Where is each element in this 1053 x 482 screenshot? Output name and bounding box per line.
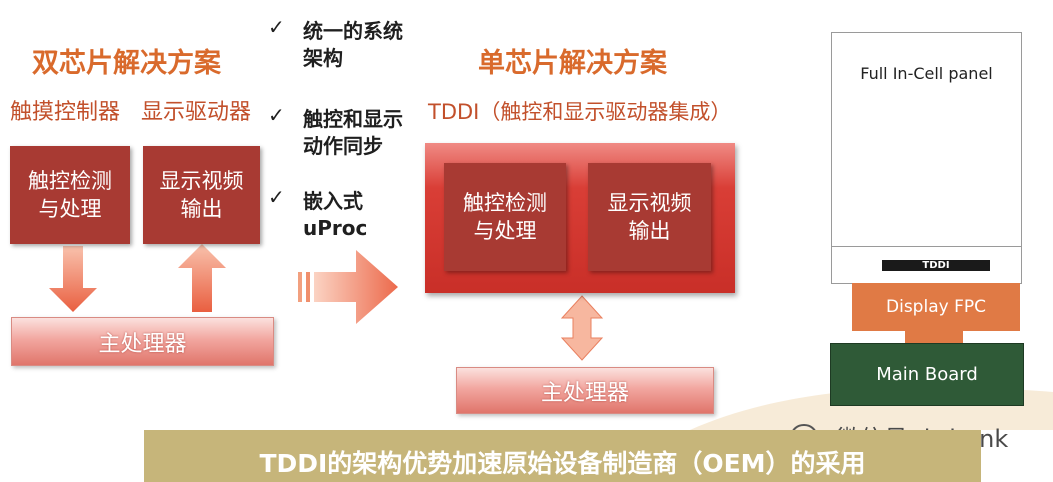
footer-text: TDDI的架构优势加速原始设备制造商（OEM）的采用 bbox=[259, 449, 866, 478]
touch-controller-label: 触摸控制器 bbox=[10, 100, 121, 125]
tddi-touch-text: 触控检测 与处理 bbox=[463, 191, 547, 243]
check-icon: ✓ bbox=[268, 103, 285, 127]
arrow-down-touch-to-host bbox=[49, 246, 97, 312]
tddi-chip: TDDI bbox=[882, 260, 990, 271]
tddi-subtitle: TDDI（触控和显示驱动器集成） bbox=[428, 100, 732, 124]
panel-divider bbox=[831, 246, 1022, 247]
big-right-arrow bbox=[298, 250, 398, 324]
check-icon: ✓ bbox=[268, 185, 285, 209]
fpc-tail bbox=[905, 330, 963, 344]
display-driver-label: 显示驱动器 bbox=[141, 100, 252, 125]
left-host-processor: 主处理器 bbox=[11, 317, 274, 366]
single-chip-title: 单芯片解决方案 bbox=[478, 48, 667, 79]
touch-detect-text: 触控检测 与处理 bbox=[28, 169, 112, 221]
double-arrow-tddi-host bbox=[560, 295, 604, 361]
main-board: Main Board bbox=[830, 343, 1024, 406]
tddi-touch-box: 触控检测 与处理 bbox=[444, 163, 566, 271]
touch-detect-box: 触控检测 与处理 bbox=[10, 146, 130, 244]
full-incell-panel bbox=[831, 32, 1022, 284]
tddi-display-text: 显示视频 输出 bbox=[607, 191, 692, 243]
check-item-1: ✓ 统一的系统 架构 bbox=[268, 15, 403, 70]
display-output-text: 显示视频 输出 bbox=[159, 169, 244, 221]
footer-banner: TDDI的架构优势加速原始设备制造商（OEM）的采用 bbox=[144, 430, 981, 482]
tddi-display-box: 显示视频 输出 bbox=[588, 163, 711, 271]
panel-label: Full In-Cell panel bbox=[860, 64, 993, 83]
right-host-processor: 主处理器 bbox=[456, 367, 714, 414]
check-item-2: ✓ 触控和显示 动作同步 bbox=[268, 103, 403, 158]
display-fpc: Display FPC bbox=[852, 283, 1020, 331]
arrow-up-host-to-display bbox=[178, 244, 226, 312]
display-output-box: 显示视频 输出 bbox=[143, 146, 260, 244]
dual-chip-title: 双芯片解决方案 bbox=[32, 48, 221, 79]
check-icon: ✓ bbox=[268, 15, 285, 39]
check-item-3: ✓ 嵌入式 uProc bbox=[268, 185, 368, 240]
